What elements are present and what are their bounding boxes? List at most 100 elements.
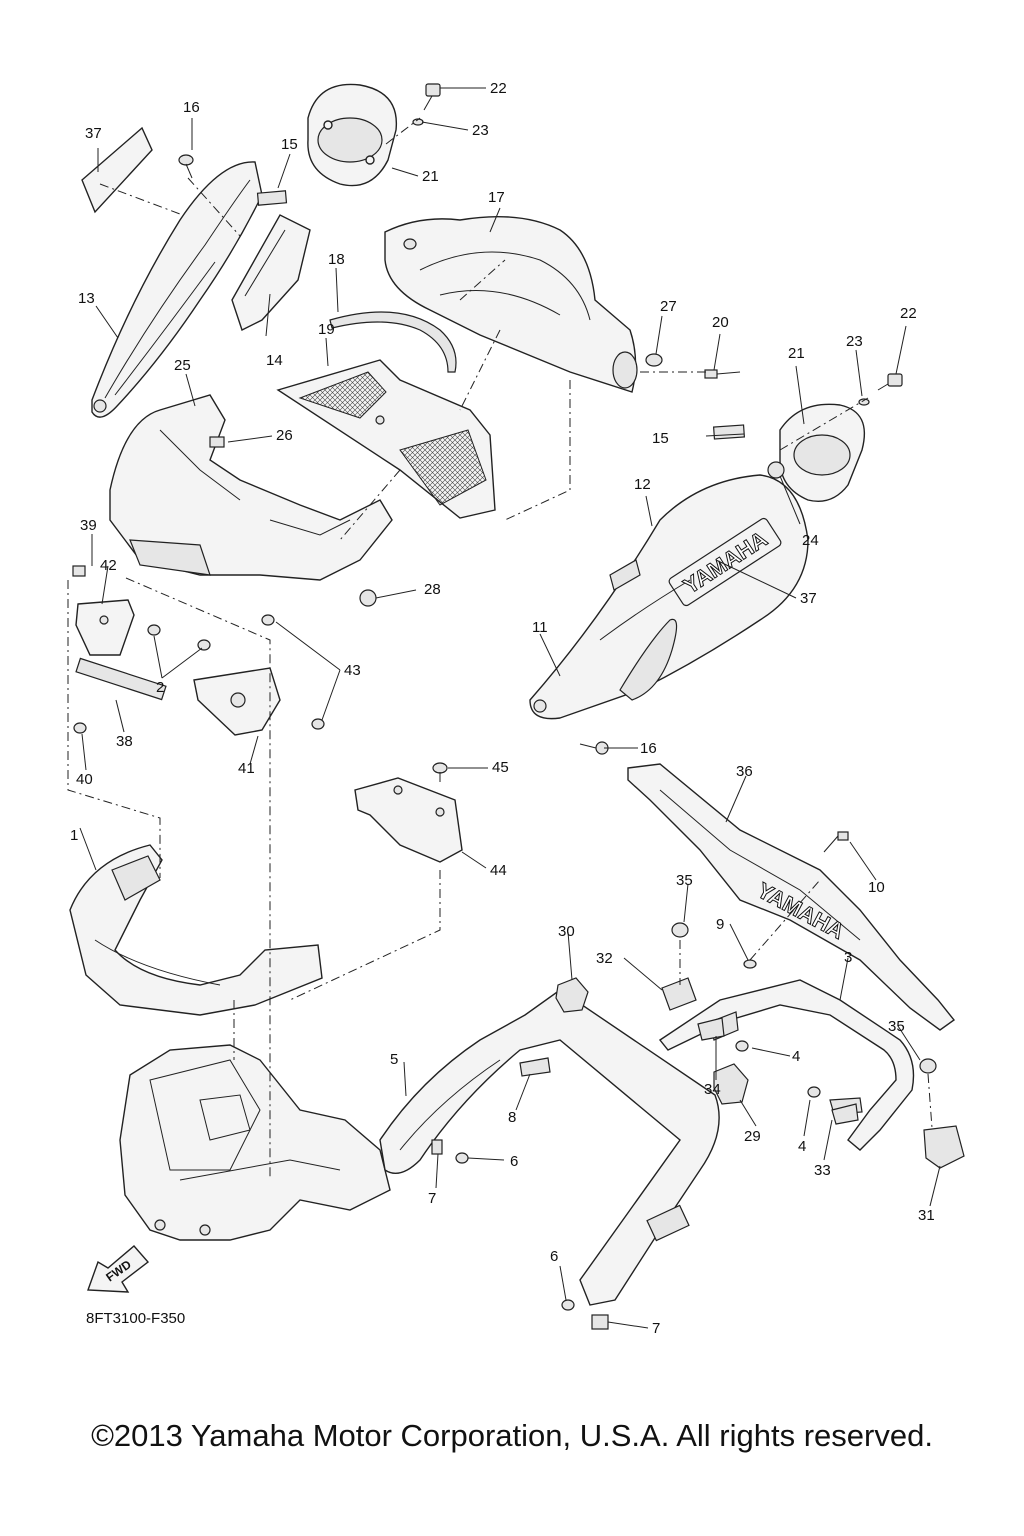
callout-44: 44 (490, 862, 507, 879)
part-29-rubber (713, 1063, 749, 1105)
part-15-pad-right (712, 424, 746, 440)
part-11-12-muffler (529, 474, 809, 720)
callout-37: 37 (85, 125, 102, 142)
callout-2: 2 (156, 679, 164, 696)
callout-7-lower: 7 (652, 1320, 660, 1337)
callout-25: 25 (174, 357, 191, 374)
callout-28: 28 (424, 581, 441, 598)
callout-10: 10 (868, 879, 885, 896)
callout-36: 36 (736, 763, 753, 780)
callout-4-right: 4 (798, 1138, 806, 1155)
part-41-bracket (193, 667, 281, 736)
part-21-end-cap (307, 83, 398, 187)
callout-40: 40 (76, 771, 93, 788)
callout-1: 1 (70, 827, 78, 844)
callout-42: 42 (100, 557, 117, 574)
callout-13: 13 (78, 290, 95, 307)
part-30-rubber (555, 977, 589, 1013)
part-40-nut (73, 722, 87, 734)
callout-37-right: 37 (800, 590, 817, 607)
part-6-bolt-lower (561, 1299, 575, 1311)
callout-5: 5 (390, 1051, 398, 1068)
part-23-washer-right (858, 398, 870, 406)
part-9-rivet (743, 959, 757, 969)
callout-33: 33 (814, 1162, 831, 1179)
part-4-bolt-right (807, 1086, 821, 1098)
frame (119, 1044, 391, 1241)
fwd-arrow-icon: FWD (87, 1245, 150, 1293)
callout-numbers: 22 23 21 16 37 15 17 18 13 19 14 25 26 2… (70, 80, 935, 1337)
callout-15-right: 15 (652, 430, 669, 447)
callout-22-right: 22 (900, 305, 917, 322)
part-27-screw (645, 353, 663, 367)
part-5-side-guard (379, 989, 720, 1306)
part-17-muffler-cover (384, 215, 638, 393)
callout-22: 22 (490, 80, 507, 97)
callout-29: 29 (744, 1128, 761, 1145)
callout-26: 26 (276, 427, 293, 444)
part-34-bracket (697, 1017, 725, 1041)
part-15-pad (256, 190, 288, 206)
callout-6-lower: 6 (550, 1248, 558, 1265)
callout-32: 32 (596, 950, 613, 967)
callout-35: 35 (676, 872, 693, 889)
callout-21: 21 (422, 168, 439, 185)
callout-14: 14 (266, 352, 283, 369)
callout-27: 27 (660, 298, 677, 315)
callout-16: 16 (183, 99, 200, 116)
callout-30: 30 (558, 923, 575, 940)
callout-11: 11 (532, 619, 548, 636)
callout-31: 31 (918, 1207, 935, 1224)
callout-8: 8 (508, 1109, 516, 1126)
callout-45: 45 (492, 759, 509, 776)
part-16-screw (178, 154, 194, 179)
callout-21-right: 21 (788, 345, 805, 362)
part-18-strip (329, 311, 457, 373)
callout-23: 23 (472, 122, 489, 139)
callout-18: 18 (328, 251, 345, 268)
part-8-pad (519, 1057, 551, 1077)
leader-lines (79, 87, 941, 1329)
callout-16-lower: 16 (640, 740, 657, 757)
part-37-decal (81, 126, 153, 214)
part-28-nut (359, 589, 377, 607)
part-31-bracket (923, 1125, 965, 1169)
callout-3: 3 (844, 949, 852, 966)
part-36-skid-guard (627, 763, 956, 1031)
part-20-rivet (704, 369, 741, 379)
part-35-grommet (671, 922, 689, 938)
callout-19: 19 (318, 321, 335, 338)
part-7-clip (431, 1139, 443, 1155)
callout-7: 7 (428, 1190, 436, 1207)
part-1-front-guard (69, 844, 323, 1016)
part-4-bolt (735, 1040, 749, 1052)
part-43-bolts (261, 614, 325, 730)
callout-24: 24 (802, 532, 819, 549)
part-45-screw (432, 762, 448, 782)
callout-38: 38 (116, 733, 133, 750)
part-35-grommet-right (919, 1058, 937, 1074)
callout-17: 17 (488, 189, 505, 206)
alignment-lines (67, 117, 933, 1180)
callout-41: 41 (238, 760, 255, 777)
callout-39: 39 (80, 517, 97, 534)
callout-6: 6 (510, 1153, 518, 1170)
part-13-side-cover (91, 161, 263, 418)
part-16-screw-lower (579, 741, 609, 755)
part-2-bolts (147, 624, 211, 651)
diagram-code: 8FT3100-F350 (86, 1310, 185, 1327)
part-22-bolt (423, 83, 441, 111)
callout-4: 4 (792, 1048, 800, 1065)
copyright-notice: ©2013 Yamaha Motor Corporation, U.S.A. A… (91, 1418, 933, 1453)
part-6-bolt (455, 1152, 469, 1164)
part-38-stay (75, 657, 167, 701)
part-33-bracket (831, 1103, 859, 1125)
part-22-bolt-right (877, 373, 903, 391)
callout-12: 12 (634, 476, 651, 493)
part-32-holder (661, 977, 697, 1011)
part-7-clip-lower (591, 1314, 609, 1330)
part-21-end-cap-right (779, 403, 866, 503)
part-14-heat-shield (231, 214, 311, 331)
part-25-air-duct (109, 394, 393, 581)
part-19-mesh-guard (276, 359, 496, 519)
